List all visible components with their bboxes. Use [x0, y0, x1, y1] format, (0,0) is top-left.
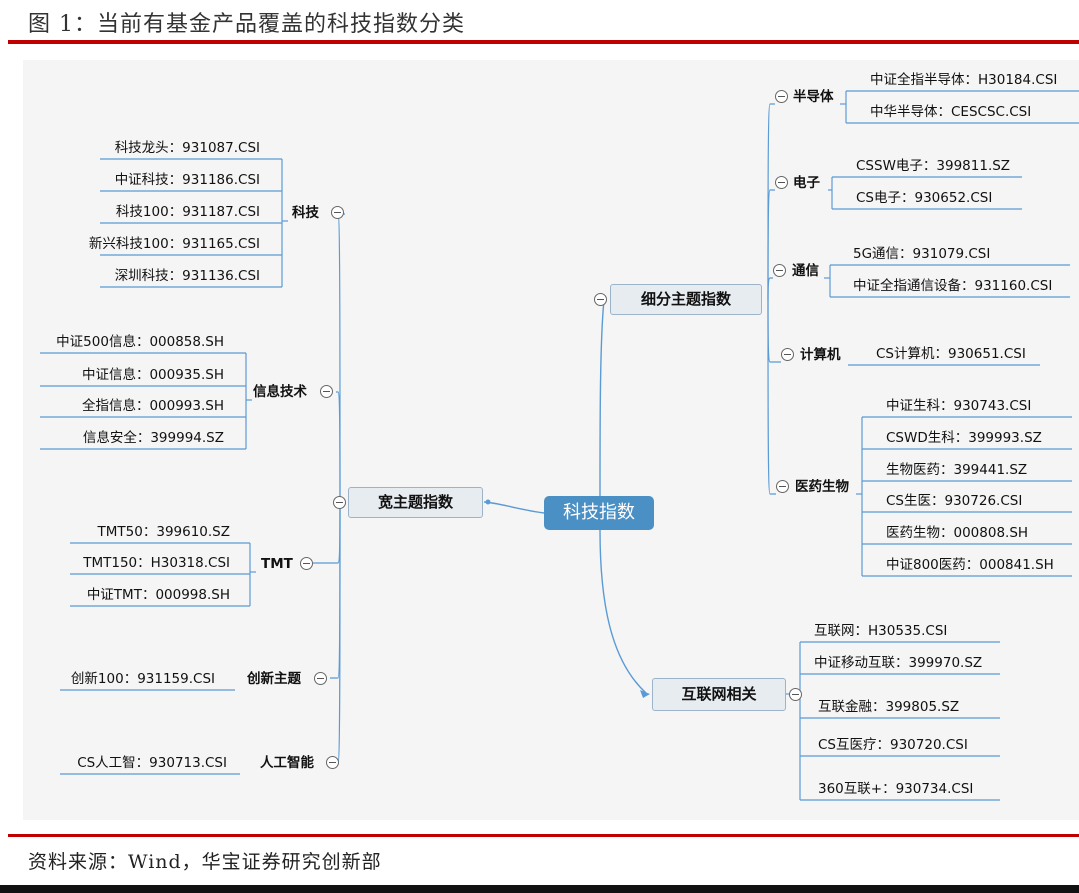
leaf-item: 全指信息：000993.SH [81, 398, 224, 414]
figure-title: 图 1：当前有基金产品覆盖的科技指数分类 [28, 12, 465, 37]
group-collapse-icon-semiconductor[interactable] [775, 90, 788, 103]
internet-label: 互联网相关 [681, 685, 757, 703]
bottom-bar [0, 885, 1079, 893]
leaf-item: 生物医药：399441.SZ [886, 462, 1028, 478]
leaf-item: 5G通信：931079.CSI [853, 246, 991, 262]
internet-node[interactable]: 互联网相关 [652, 678, 786, 711]
leaf-item: 360互联+：930734.CSI [818, 781, 974, 797]
leaf-item: 深圳科技：931136.CSI [114, 268, 260, 284]
leaf-item: 中证全指通信设备：931160.CSI [853, 278, 1053, 294]
group-collapse-icon-infotech[interactable] [320, 385, 333, 398]
leaf-item: 创新100：931159.CSI [70, 671, 215, 687]
leaf-item: 互联网：H30535.CSI [814, 623, 948, 639]
group-label-ai: 人工智能 [260, 755, 314, 771]
leaf-item: 科技龙头：931087.CSI [114, 140, 260, 156]
group-collapse-icon-ai[interactable] [326, 756, 339, 769]
leaf-item: CSWD生科：399993.SZ [886, 430, 1042, 446]
leaf-item: 中证生科：930743.CSI [886, 398, 1032, 414]
broad-label: 宽主题指数 [377, 493, 453, 511]
leaf-item: 中证信息：000935.SH [81, 367, 224, 383]
group-collapse-icon-telecom[interactable] [773, 264, 786, 277]
group-collapse-icon-electronics[interactable] [775, 176, 788, 189]
group-label-innovation: 创新主题 [247, 671, 301, 687]
niche-collapse-icon[interactable] [594, 293, 607, 306]
group-label-electronics: 电子 [793, 175, 820, 191]
leaf-item: 中证TMT：000998.SH [86, 587, 230, 603]
leaf-item: 中证500信息：000858.SH [56, 334, 224, 350]
leaf-item: CS人工智：930713.CSI [77, 755, 227, 771]
leaf-item: TMT150：H30318.CSI [83, 555, 230, 571]
leaf-item: CSSW电子：399811.SZ [856, 158, 1011, 174]
leaf-item: 中证科技：931186.CSI [114, 172, 260, 188]
leaf-item: CS电子：930652.CSI [856, 190, 993, 206]
group-label-semiconductor: 半导体 [793, 89, 834, 105]
broad-node[interactable]: 宽主题指数 [348, 487, 483, 518]
leaf-item: CS生医：930726.CSI [886, 493, 1023, 509]
group-collapse-icon-innovation[interactable] [314, 672, 327, 685]
leaf-item: 中华半导体：CESCSC.CSI [870, 104, 1032, 120]
group-collapse-icon-biomed[interactable] [776, 480, 789, 493]
group-collapse-icon-computer[interactable] [781, 348, 794, 361]
root-node[interactable]: 科技指数 [544, 496, 654, 530]
leaf-item: 互联金融：399805.SZ [818, 699, 960, 715]
top-rule [8, 40, 1079, 44]
leaf-item: 信息安全：399994.SZ [82, 430, 224, 446]
group-label-infotech: 信息技术 [253, 384, 307, 400]
group-label-telecom: 通信 [792, 263, 819, 279]
broad-collapse-icon[interactable] [333, 496, 346, 509]
group-label-biomed: 医药生物 [795, 479, 849, 495]
niche-node[interactable]: 细分主题指数 [610, 284, 762, 315]
leaf-item: 新兴科技100：931165.CSI [88, 236, 260, 252]
leaf-item: TMT50：399610.SZ [97, 524, 230, 540]
leaf-item: CS互医疗：930720.CSI [818, 737, 968, 753]
leaf-item: 中证移动互联：399970.SZ [814, 655, 983, 671]
group-label-tech: 科技 [292, 205, 319, 221]
group-collapse-icon-tech[interactable] [331, 206, 344, 219]
internet-collapse-icon[interactable] [789, 688, 802, 701]
diagram-canvas [23, 60, 1079, 820]
leaf-item: 中证800医药：000841.SH [886, 557, 1054, 573]
source-note: 资料来源：Wind，华宝证券研究创新部 [28, 851, 382, 873]
leaf-item: CS计算机：930651.CSI [876, 346, 1026, 362]
root-label: 科技指数 [563, 502, 635, 523]
group-label-computer: 计算机 [800, 347, 841, 363]
niche-label: 细分主题指数 [640, 290, 731, 308]
group-collapse-icon-tmt[interactable] [300, 557, 313, 570]
leaf-item: 科技100：931187.CSI [115, 204, 260, 220]
group-label-tmt: TMT [261, 556, 293, 572]
leaf-item: 中证全指半导体：H30184.CSI [870, 72, 1058, 88]
bottom-rule [8, 834, 1079, 837]
leaf-item: 医药生物：000808.SH [886, 525, 1029, 541]
